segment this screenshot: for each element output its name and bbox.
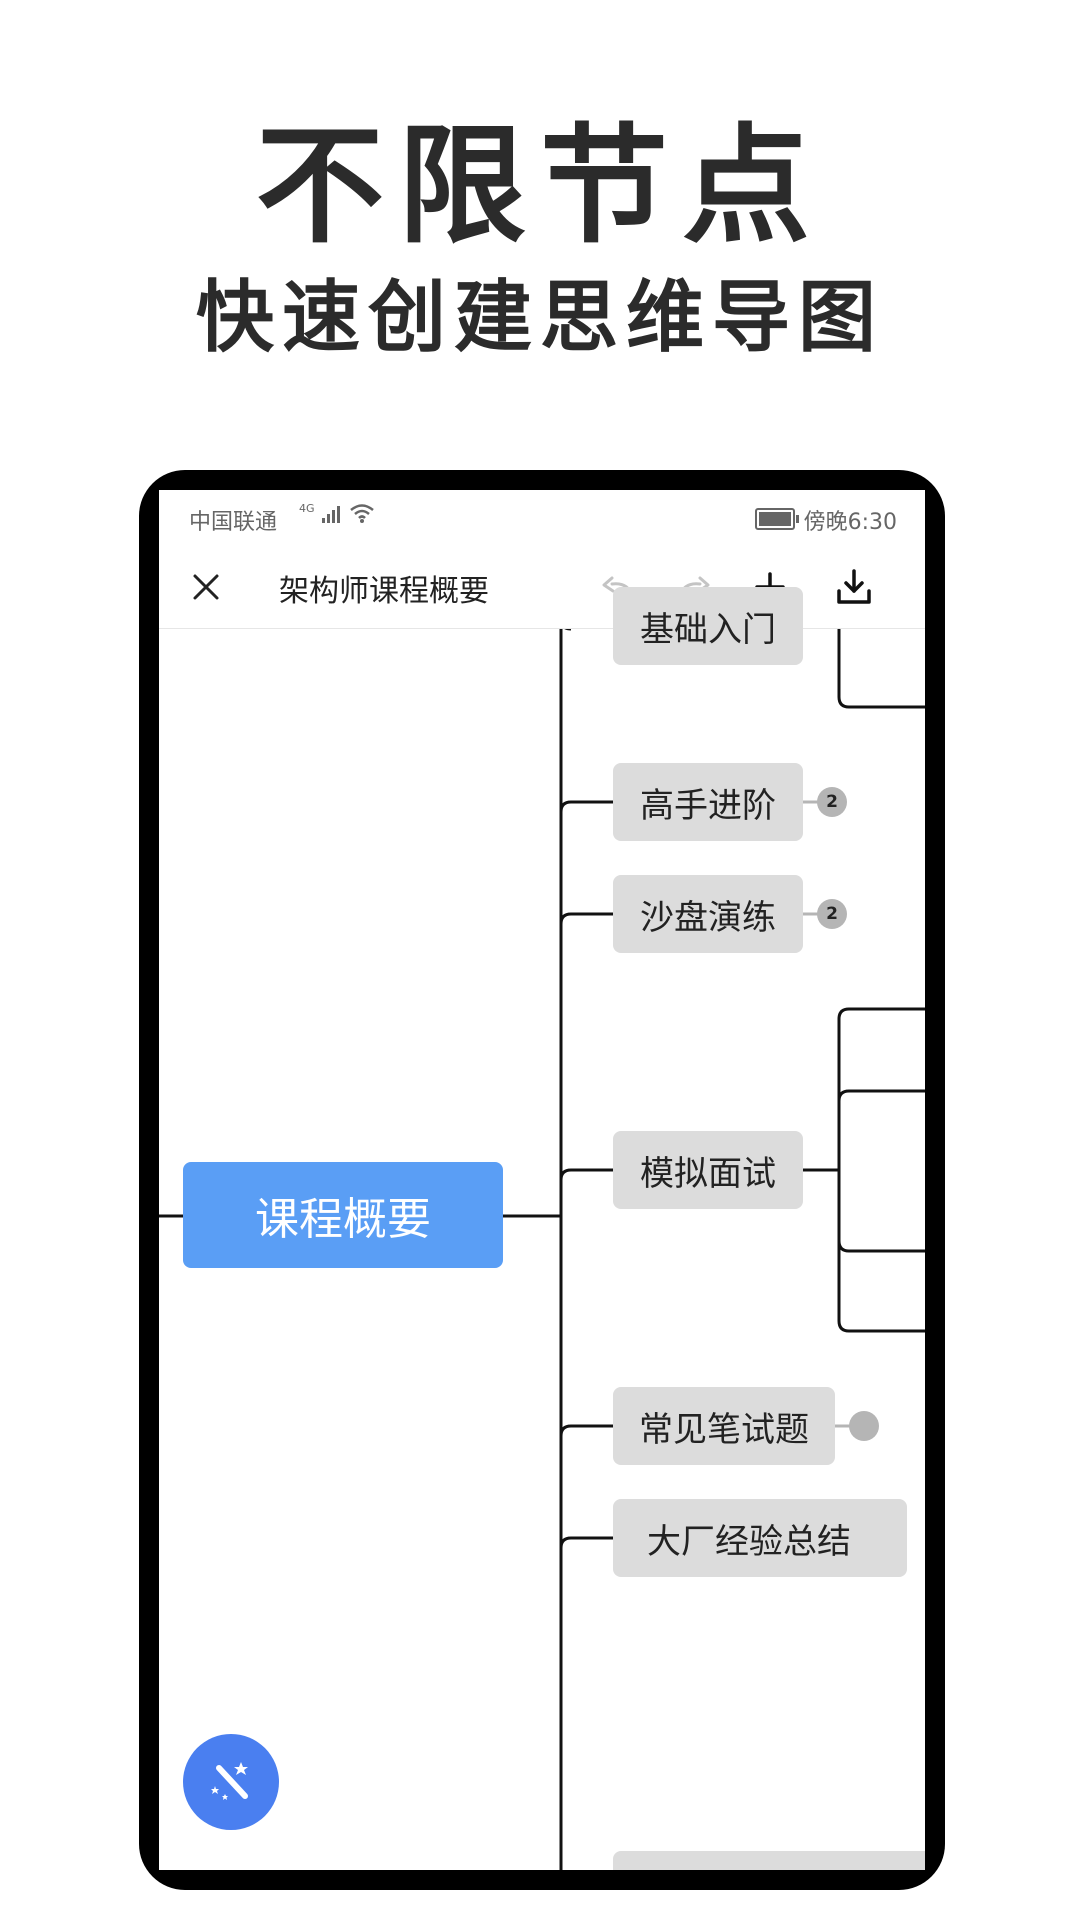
signal-group: 4G	[299, 502, 375, 524]
editor-toolbar: 架构师课程概要	[159, 546, 925, 629]
branch-node-advanced[interactable]: 高手进阶	[613, 763, 803, 841]
wifi-icon	[349, 504, 374, 523]
status-bar: 中国联通 4G 傍晚6:30	[159, 490, 925, 546]
download-button[interactable]	[827, 560, 881, 614]
document-title: 架构师课程概要	[279, 574, 489, 609]
magic-wand-button[interactable]	[183, 1734, 279, 1830]
collapsed-count-badge[interactable]	[849, 1411, 879, 1441]
branch-node-experience[interactable]: 大厂经验总结	[613, 1499, 907, 1577]
branch-node-sandbox[interactable]: 沙盘演练	[613, 875, 803, 953]
magic-wand-icon	[211, 1762, 248, 1800]
mindmap-canvas[interactable]: 课程概要 基础入门 高手进阶 2 沙盘演练 2 模拟面试 常见笔试题 大厂经验总…	[159, 587, 925, 1870]
status-time: 傍晚6:30	[803, 510, 897, 535]
phone-frame: 中国联通 4G 傍晚6:30	[139, 470, 945, 1890]
network-type-label: 4G	[299, 502, 315, 515]
carrier-label: 中国联通	[189, 510, 278, 535]
collapsed-count-badge[interactable]: 2	[817, 787, 847, 817]
phone-screen: 中国联通 4G 傍晚6:30	[159, 490, 925, 1870]
close-icon	[193, 574, 219, 600]
close-button[interactable]	[179, 560, 233, 614]
battery-icon	[755, 508, 799, 530]
branch-node-basics[interactable]: 基础入门	[613, 587, 803, 665]
promo-subheadline: 快速创建思维导图	[195, 273, 884, 363]
promo-headline: 不限节点	[255, 112, 824, 261]
signal-icon	[321, 506, 340, 523]
root-node[interactable]: 课程概要	[183, 1162, 503, 1268]
download-icon	[837, 569, 871, 604]
branch-node-written-test[interactable]: 常见笔试题	[613, 1387, 835, 1465]
collapsed-count-badge[interactable]: 2	[817, 899, 847, 929]
branch-node-partial[interactable]	[613, 1851, 925, 1870]
branch-node-mock-interview[interactable]: 模拟面试	[613, 1131, 803, 1209]
connector-lines	[159, 629, 925, 1870]
